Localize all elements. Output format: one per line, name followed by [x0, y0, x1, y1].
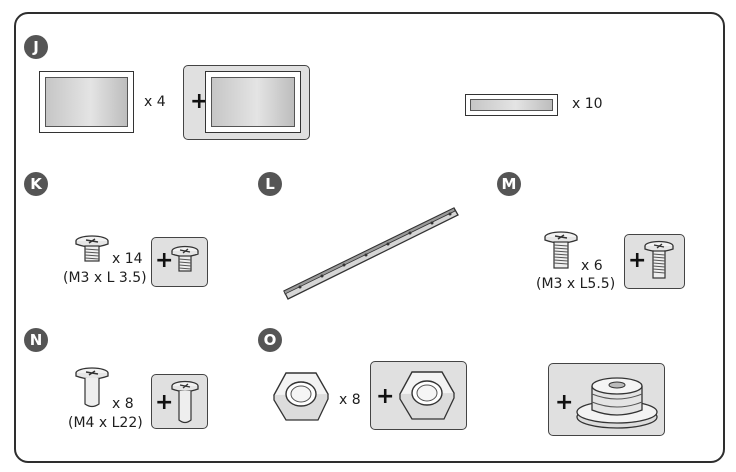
badge-m: M [497, 172, 521, 196]
hex-nut-icon [273, 372, 329, 421]
plus-icon: + [376, 384, 395, 409]
long-screw-icon [75, 367, 109, 408]
badge-j: J [24, 35, 48, 59]
pad-strip-icon [465, 94, 558, 116]
metal-rail-icon [283, 207, 459, 300]
k-quantity: x 14 [112, 251, 143, 267]
m-spec: (M3 x L5.5) [536, 276, 616, 292]
plus-icon: + [155, 390, 174, 415]
badge-o: O [258, 328, 282, 352]
short-screw-icon [171, 245, 199, 272]
rubber-pad-icon [205, 71, 301, 133]
short-screw-icon [75, 235, 109, 262]
plus-icon: + [155, 248, 174, 273]
spacer-spool-icon [576, 377, 658, 429]
pad-quantity: x 4 [144, 94, 166, 110]
strip-quantity: x 10 [572, 96, 603, 112]
medium-screw-icon [544, 231, 578, 269]
long-screw-icon [171, 380, 199, 424]
n-quantity: x 8 [112, 396, 134, 412]
badge-l: L [258, 172, 282, 196]
n-spec: (M4 x L22) [68, 415, 143, 431]
medium-screw-icon [644, 240, 674, 279]
plus-icon: + [555, 390, 574, 415]
badge-k: K [24, 172, 48, 196]
o-quantity: x 8 [339, 392, 361, 408]
m-quantity: x 6 [581, 258, 603, 274]
hex-nut-icon [399, 371, 455, 420]
plus-icon: + [190, 89, 209, 114]
rubber-pad-icon [39, 71, 134, 133]
k-spec: (M3 x L 3.5) [63, 270, 147, 286]
badge-n: N [24, 328, 48, 352]
plus-icon: + [628, 248, 647, 273]
